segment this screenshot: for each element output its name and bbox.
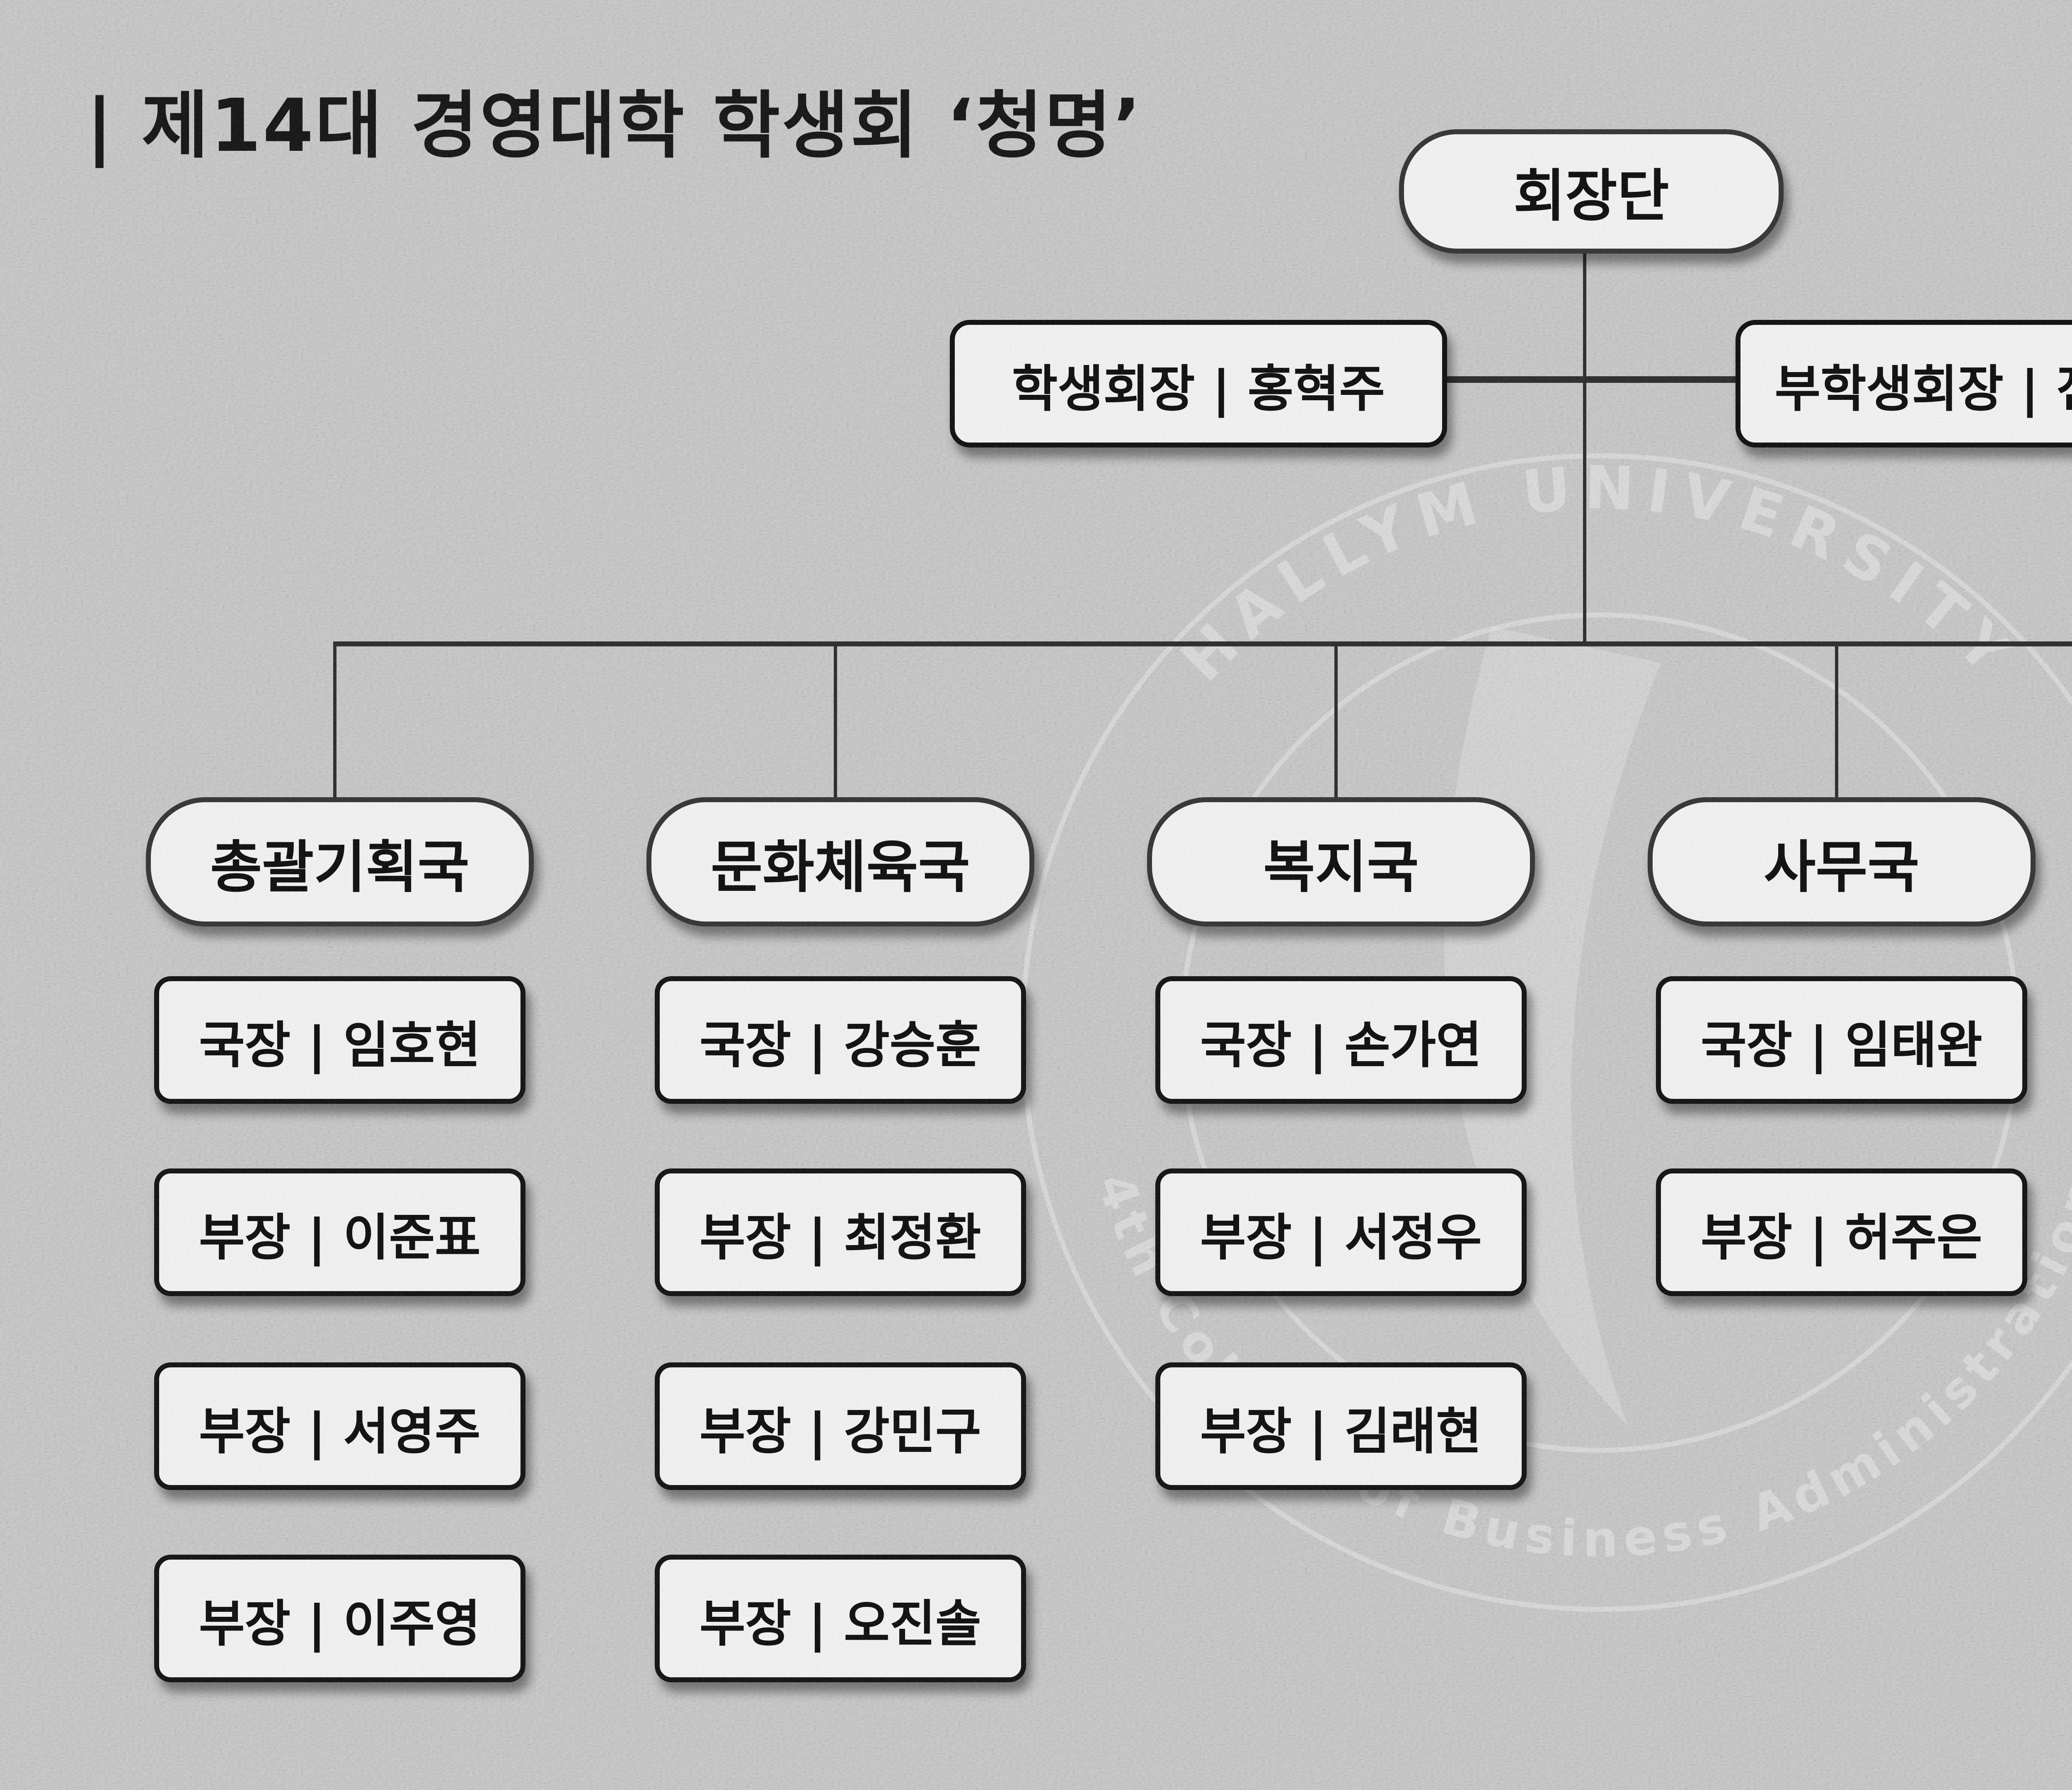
- member-box: 국장 | 임호현: [154, 976, 525, 1104]
- member-box: 부장 | 서정우: [1155, 1168, 1527, 1296]
- connector-line: [1437, 376, 1736, 383]
- department-header-4: 사무국: [1648, 797, 2036, 926]
- department-header-2: 문화체육국: [646, 797, 1034, 926]
- member-box: 부장 | 허주은: [1656, 1168, 2027, 1296]
- connector-line: [333, 641, 2072, 646]
- member-box: 부장 | 강민구: [655, 1362, 1026, 1490]
- connector-line: [1835, 643, 1838, 797]
- connector-line: [1583, 244, 1586, 643]
- page-title: | 제14대 경영대학 학생회 ‘청명’: [86, 85, 1143, 169]
- member-box: 부장 | 서영주: [154, 1362, 525, 1490]
- member-box: 부장 | 이주영: [154, 1555, 525, 1682]
- connector-line: [834, 643, 837, 797]
- root-box-president-group: 회장단: [1399, 129, 1784, 254]
- member-box: 부장 | 오진솔: [655, 1555, 1026, 1682]
- exec-box-vice-president: 부학생회장 | 전예진: [1736, 320, 2072, 448]
- member-box: 부장 | 김래현: [1155, 1362, 1527, 1490]
- connector-line: [1334, 643, 1338, 797]
- member-box: 부장 | 최정환: [655, 1168, 1026, 1296]
- connector-line: [333, 643, 336, 797]
- department-header-3: 복지국: [1147, 797, 1535, 926]
- member-box: 부장 | 이준표: [154, 1168, 525, 1296]
- member-box: 국장 | 손가연: [1155, 976, 1527, 1104]
- member-box: 국장 | 임태완: [1656, 976, 2027, 1104]
- exec-box-president: 학생회장 | 홍혁주: [950, 320, 1447, 448]
- department-header-1: 총괄기획국: [146, 797, 534, 926]
- member-box: 국장 | 강승훈: [655, 976, 1026, 1104]
